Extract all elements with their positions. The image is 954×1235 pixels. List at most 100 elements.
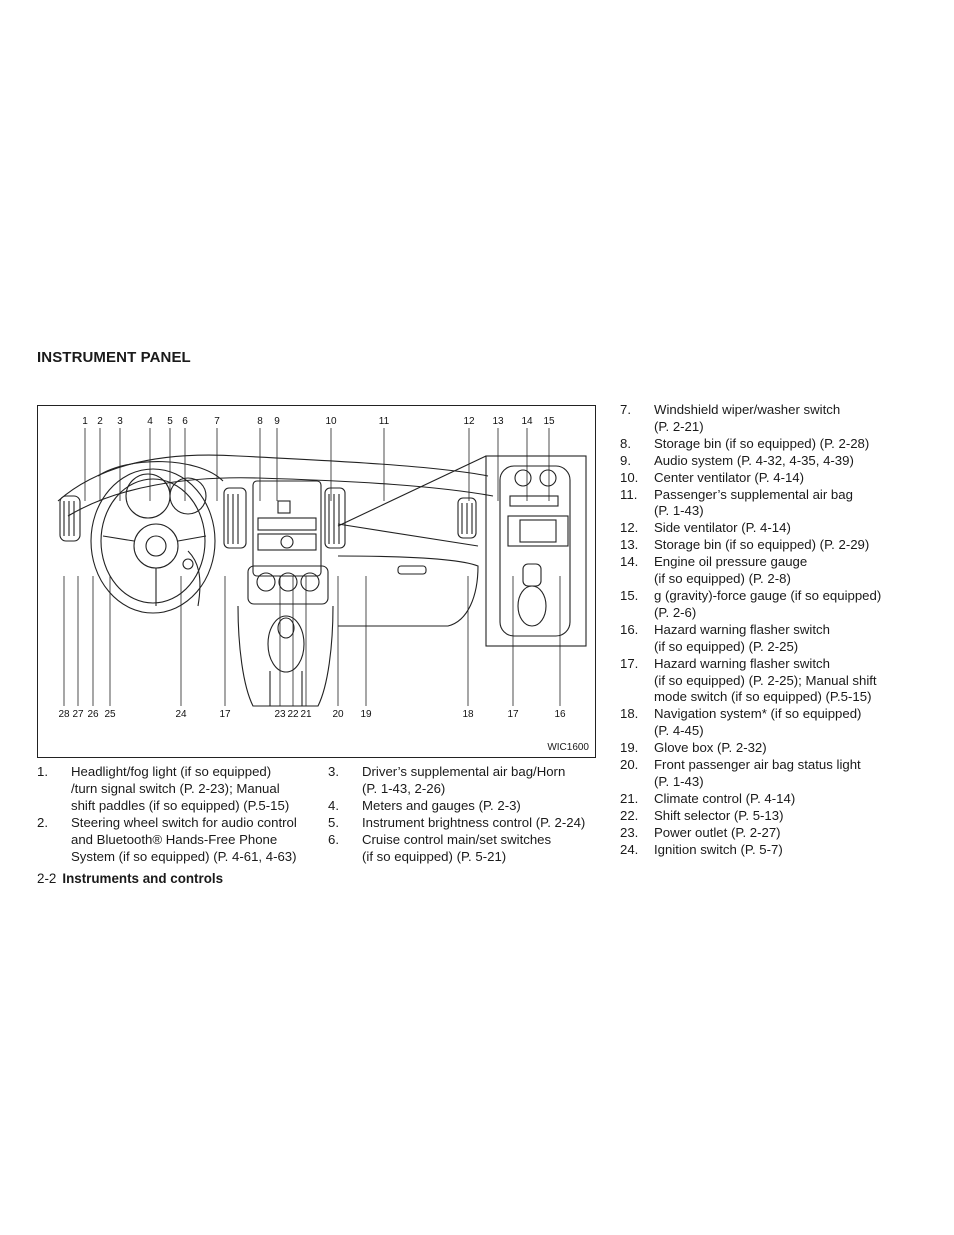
parts-list-middle: 3.Driver’s supplemental air bag/Horn(P. … [328, 764, 603, 865]
parts-list-item: 3.Driver’s supplemental air bag/Horn(P. … [328, 764, 603, 798]
parts-list-item: 14.Engine oil pressure gauge(if so equip… [620, 554, 910, 588]
item-text-line: (P. 4-45) [654, 723, 704, 739]
item-text-line: Navigation system* (if so equipped) [654, 706, 862, 722]
item-text-line: Steering wheel switch for audio control [71, 814, 297, 830]
parts-list-item: 5. Instrument brightness control (P. 2-24… [328, 815, 603, 832]
item-number: 7. [620, 402, 631, 417]
parts-list-item: 10.Center ventilator (P. 4-14) [620, 470, 910, 487]
callout-number-top: 1 [82, 416, 88, 427]
callout-number-top: 9 [274, 416, 280, 427]
item-text-line: Headlight/fog light (if so equipped) [71, 764, 272, 779]
item-text-line: mode switch (if so equipped) (P.5-15) [654, 689, 872, 705]
item-number: 24. [620, 841, 639, 857]
item-number: 16. [620, 621, 639, 637]
item-number: 5. [328, 814, 339, 830]
item-text-line: Glove box (P. 2-32) [654, 740, 767, 756]
item-text-line: Audio system (P. 4-32, 4-35, 4-39) [654, 452, 854, 468]
item-text-line: Storage bin (if so equipped) (P. 2-29) [654, 537, 870, 553]
parts-list-left: 1. Headlight/fog light (if so equipped)/t… [37, 764, 327, 865]
item-number: 6. [328, 831, 339, 847]
item-number: 1. [37, 764, 48, 779]
item-text-line: (P. 1-43, 2-26) [362, 780, 446, 796]
dashboard-drawing [57, 454, 587, 707]
item-text-line: (if so equipped) (P. 2-25); Manual shift [654, 672, 877, 688]
parts-list-item: 24. Ignition switch (P. 5-7) [620, 842, 910, 859]
parts-list-item: 17.Hazard warning flasher switch(if so e… [620, 656, 910, 707]
section-name: Instruments and controls [62, 871, 224, 886]
parts-list-right: 7.Windshield wiper/washer switch(P. 2-21… [620, 402, 910, 858]
parts-list-item: 18. Navigation system* (if so equipped)(P… [620, 706, 910, 740]
callout-number-bottom: 22 [287, 709, 299, 720]
item-number: 19. [620, 740, 639, 756]
callout-number-top: 3 [117, 416, 123, 427]
parts-list-item: 20.Front passenger air bag status light(… [620, 757, 910, 791]
item-number: 4. [328, 797, 339, 813]
item-number: 8. [620, 435, 631, 451]
callout-number-bottom: 17 [219, 709, 231, 720]
callout-number-top: 13 [492, 416, 504, 427]
item-text-line: Center ventilator (P. 4-14) [654, 469, 805, 485]
item-text-line: Ignition switch (P. 5-7) [654, 841, 783, 857]
item-text-line: Climate control (P. 4-14) [654, 790, 796, 806]
item-text-line: (if so equipped) (P. 5-21) [362, 848, 507, 864]
callout-number-top: 10 [325, 416, 337, 427]
parts-list-item: 2. Steering wheel switch for audio contro… [37, 815, 327, 866]
item-number: 23. [620, 824, 639, 840]
callout-number-bottom: 28 [58, 709, 70, 720]
parts-list-item: 22.Shift selector (P. 5-13) [620, 808, 910, 825]
item-text-line: g (gravity)-force gauge (if so equipped) [654, 587, 882, 603]
callout-number-bottom: 20 [332, 709, 344, 720]
item-number: 11. [620, 486, 638, 502]
item-text-line: and Bluetooth® Hands-Free Phone [71, 831, 278, 847]
parts-list-item: 8. Storage bin (if so equipped) (P. 2-28) [620, 436, 910, 453]
item-number: 2. [37, 814, 48, 830]
page-footer: 2-2 Instruments and controls [37, 871, 223, 886]
item-text-line: Cruise control main/set switches [362, 831, 552, 847]
section-heading: INSTRUMENT PANEL [37, 349, 191, 366]
callout-number-bottom: 16 [554, 709, 566, 720]
callout-number-bottom: 17 [507, 709, 519, 720]
parts-list-item: 13. Storage bin (if so equipped) (P. 2-29… [620, 537, 910, 554]
callout-number-bottom: 18 [462, 709, 474, 720]
item-number: 15. [620, 587, 639, 603]
callout-number-top: 11 [379, 416, 390, 427]
parts-list-item: 7.Windshield wiper/washer switch(P. 2-21… [620, 402, 910, 436]
parts-list-item: 21. Climate control (P. 4-14) [620, 791, 910, 808]
callout-number-top: 2 [97, 416, 103, 427]
callout-number-bottom: 19 [360, 709, 372, 720]
parts-list-item: 11.Passenger’s supplemental air bag(P. 1… [620, 487, 910, 521]
item-text-line: Power outlet (P. 2-27) [654, 824, 781, 840]
parts-list-item: 1. Headlight/fog light (if so equipped)/t… [37, 764, 327, 815]
item-number: 3. [328, 764, 339, 779]
parts-list-item: 19. Glove box (P. 2-32) [620, 740, 910, 757]
item-text-line: Engine oil pressure gauge [654, 554, 808, 570]
item-number: 14. [620, 554, 639, 570]
callout-number-bottom: 23 [274, 709, 286, 720]
callout-number-top: 4 [147, 416, 153, 427]
callout-number-bottom: 27 [72, 709, 84, 720]
item-text-line: Meters and gauges (P. 2-3) [362, 797, 521, 813]
item-text-line: Front passenger air bag status light [654, 757, 861, 773]
item-number: 13. [620, 537, 639, 553]
page-number: 2-2 [37, 871, 57, 886]
item-text-line: Shift selector (P. 5-13) [654, 807, 784, 823]
item-text-line: Instrument brightness control (P. 2-24) [362, 814, 586, 830]
item-number: 9. [620, 452, 631, 468]
callout-number-top: 14 [521, 416, 533, 427]
callout-number-top: 8 [257, 416, 263, 427]
item-number: 18. [620, 706, 639, 722]
item-text-line: /turn signal switch (P. 2-23); Manual [71, 780, 280, 796]
callout-number-bottom: 25 [104, 709, 116, 720]
item-number: 12. [620, 520, 639, 536]
parts-list-item: 12.Side ventilator (P. 4-14) [620, 520, 910, 537]
callout-number-top: 6 [182, 416, 188, 427]
item-text-line: (if so equipped) (P. 2-25) [654, 638, 799, 654]
item-text-line: Storage bin (if so equipped) (P. 2-28) [654, 435, 870, 451]
parts-list-item: 6. Cruise control main/set switches(if so… [328, 832, 603, 866]
item-number: 21. [620, 790, 639, 806]
figure-code: WIC1600 [547, 742, 589, 753]
item-text-line: (P. 2-21) [654, 418, 704, 434]
item-text-line: Hazard warning flasher switch [654, 621, 830, 637]
